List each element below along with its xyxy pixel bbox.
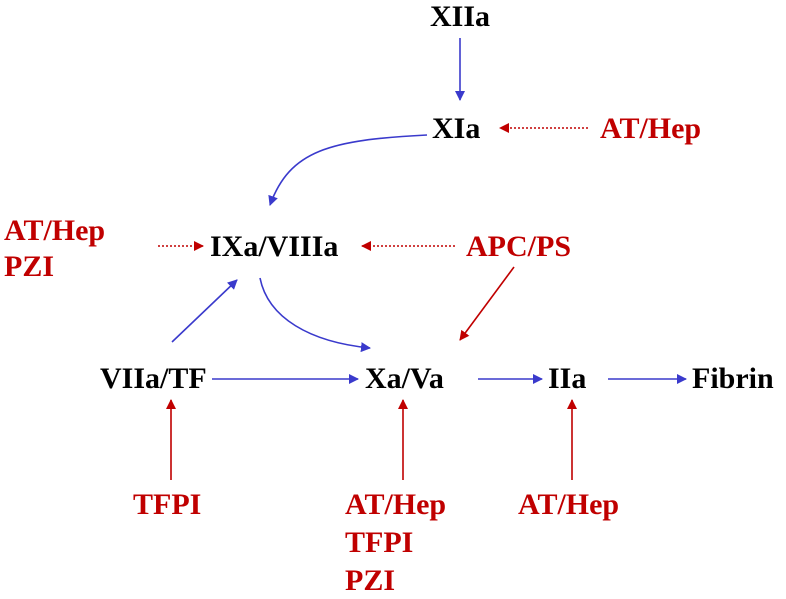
factor-xiia: XIIa — [430, 0, 491, 33]
arrow-viia-tf-to-ixa-viiia — [171, 279, 238, 343]
inhibitor-pzi-left: PZI — [4, 250, 55, 283]
inhibitor-at-hep-iia: AT/Hep — [518, 488, 620, 521]
factor-viia-tf: VIIa/TF — [100, 362, 207, 395]
factor-xa-va: Xa/Va — [365, 362, 444, 395]
arrow-xia-to-ixa-viiia — [268, 134, 428, 206]
inhibitor-tfpi-xa: TFPI — [345, 526, 414, 559]
factor-fibrin: Fibrin — [692, 362, 774, 395]
factor-xia: XIa — [432, 112, 481, 145]
inhibitor-at-hep-xia: AT/Hep — [600, 112, 702, 145]
inhibitor-tfpi-viia: TFPI — [133, 488, 202, 521]
arrow-ixa-viiia-to-xa-va — [259, 277, 371, 353]
factor-iia: IIa — [548, 362, 587, 395]
inhibitor-pzi-xa: PZI — [345, 564, 396, 597]
factor-ixa-viiia: IXa/VIIIa — [210, 230, 339, 263]
inhibitor-apc-ps: APC/PS — [466, 230, 571, 263]
inhibit-apc-ps-to-xa-va — [459, 266, 515, 341]
inhibitor-at-hep-left: AT/Hep — [4, 214, 106, 247]
inhibitor-at-hep-xa: AT/Hep — [345, 488, 447, 521]
